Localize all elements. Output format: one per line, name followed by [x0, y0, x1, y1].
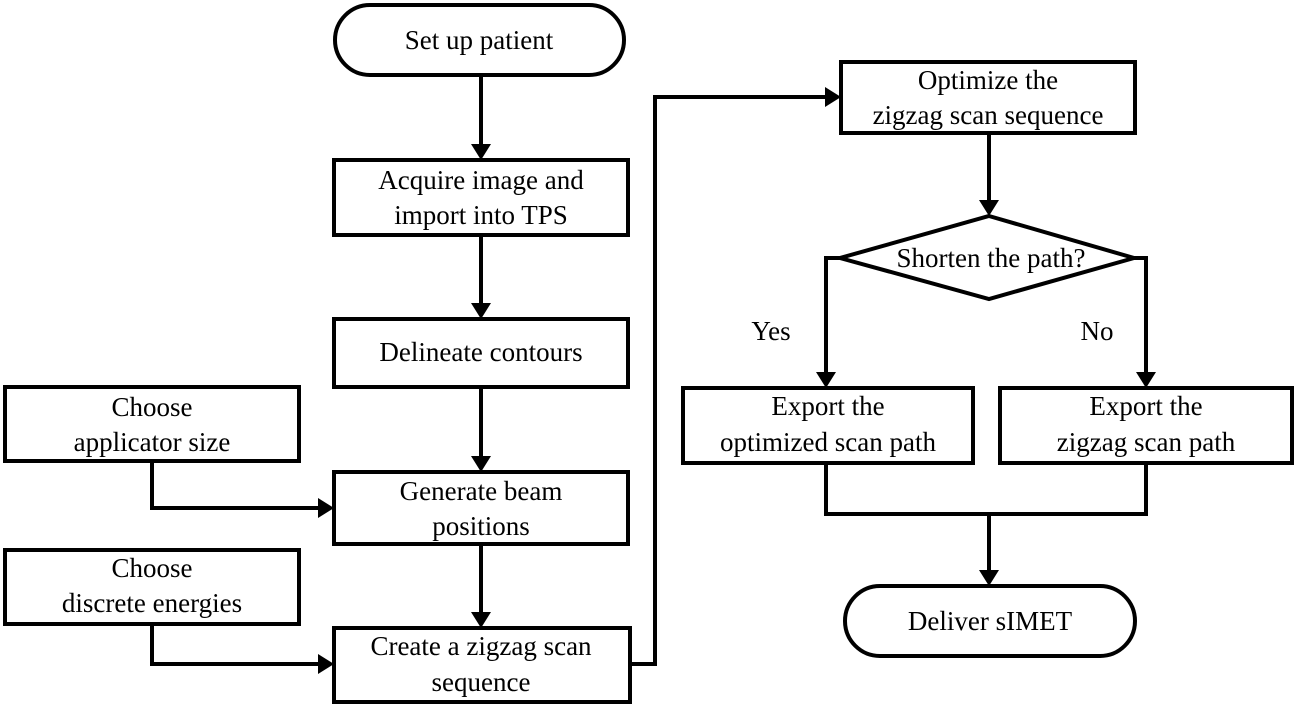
node-choose-energies: Choose discrete energies — [3, 548, 301, 626]
arrowhead-export-zigzag — [1136, 372, 1156, 388]
node-decision-shorten-path-label: Shorten the path? — [897, 243, 1086, 273]
node-decision-shorten-path: Shorten the path? — [832, 213, 1142, 302]
branch-label-no: No — [1081, 316, 1114, 346]
node-acquire-image-label-line2: import into TPS — [394, 200, 568, 230]
node-optimize-sequence: Optimize the zigzag scan sequence — [839, 60, 1137, 135]
node-generate-beam-positions-label-line2: positions — [432, 511, 530, 541]
node-acquire-image-label-line1: Acquire image and — [378, 165, 584, 195]
node-choose-energies-label-line1: Choose — [112, 553, 193, 583]
node-choose-applicator-label-line1: Choose — [112, 392, 193, 422]
node-delineate-contours-label: Delineate contours — [379, 337, 582, 367]
node-generate-beam-positions: Generate beam positions — [332, 470, 630, 546]
branch-label-yes: Yes — [751, 316, 790, 346]
node-delineate-contours: Delineate contours — [332, 317, 630, 389]
node-set-up-patient-label: Set up patient — [405, 25, 554, 55]
arrowhead-optimize — [825, 87, 841, 107]
node-choose-applicator-label-line2: applicator size — [74, 427, 231, 457]
arrowhead-deliver — [979, 570, 999, 586]
node-export-optimized: Export the optimized scan path — [681, 386, 975, 465]
arrowhead-delineate — [471, 303, 491, 319]
node-set-up-patient: Set up patient — [333, 3, 626, 77]
arrowhead-generate-top — [471, 456, 491, 472]
node-export-zigzag-label-line1: Export the — [1089, 391, 1202, 421]
arrowhead-create-top — [471, 612, 491, 628]
merge-line — [824, 463, 1148, 516]
node-create-zigzag-label-line2: sequence — [432, 667, 531, 697]
arrowhead-create-left — [318, 654, 334, 674]
connectors — [150, 75, 1156, 674]
arrowhead-generate-left — [318, 498, 334, 518]
node-deliver-simet-label: Deliver sIMET — [908, 606, 1073, 636]
arrowhead-decision — [979, 200, 999, 216]
node-choose-energies-label-line2: discrete energies — [62, 588, 242, 618]
node-optimize-sequence-label-line1: Optimize the — [918, 65, 1058, 95]
arrowhead-export-optimized — [816, 372, 836, 388]
node-export-zigzag: Export the zigzag scan path — [998, 386, 1294, 465]
node-create-zigzag: Create a zigzag scan sequence — [332, 626, 632, 704]
arrowhead-acquire — [471, 144, 491, 160]
node-deliver-simet: Deliver sIMET — [843, 584, 1137, 658]
node-export-optimized-label-line1: Export the — [771, 391, 884, 421]
node-choose-applicator: Choose applicator size — [3, 385, 301, 463]
arrow-decision-yes — [824, 256, 840, 372]
arrow-applicator-to-generate — [150, 461, 318, 510]
node-acquire-image: Acquire image and import into TPS — [332, 158, 630, 237]
arrow-decision-no — [1134, 256, 1148, 372]
node-export-zigzag-label-line2: zigzag scan path — [1057, 427, 1236, 457]
node-optimize-sequence-label-line2: zigzag scan sequence — [873, 100, 1104, 130]
arrow-create-to-optimize — [630, 95, 825, 666]
arrow-energies-to-create — [150, 624, 318, 666]
node-export-optimized-label-line2: optimized scan path — [720, 427, 936, 457]
node-generate-beam-positions-label-line1: Generate beam — [400, 476, 563, 506]
node-create-zigzag-label-line1: Create a zigzag scan — [370, 631, 592, 661]
